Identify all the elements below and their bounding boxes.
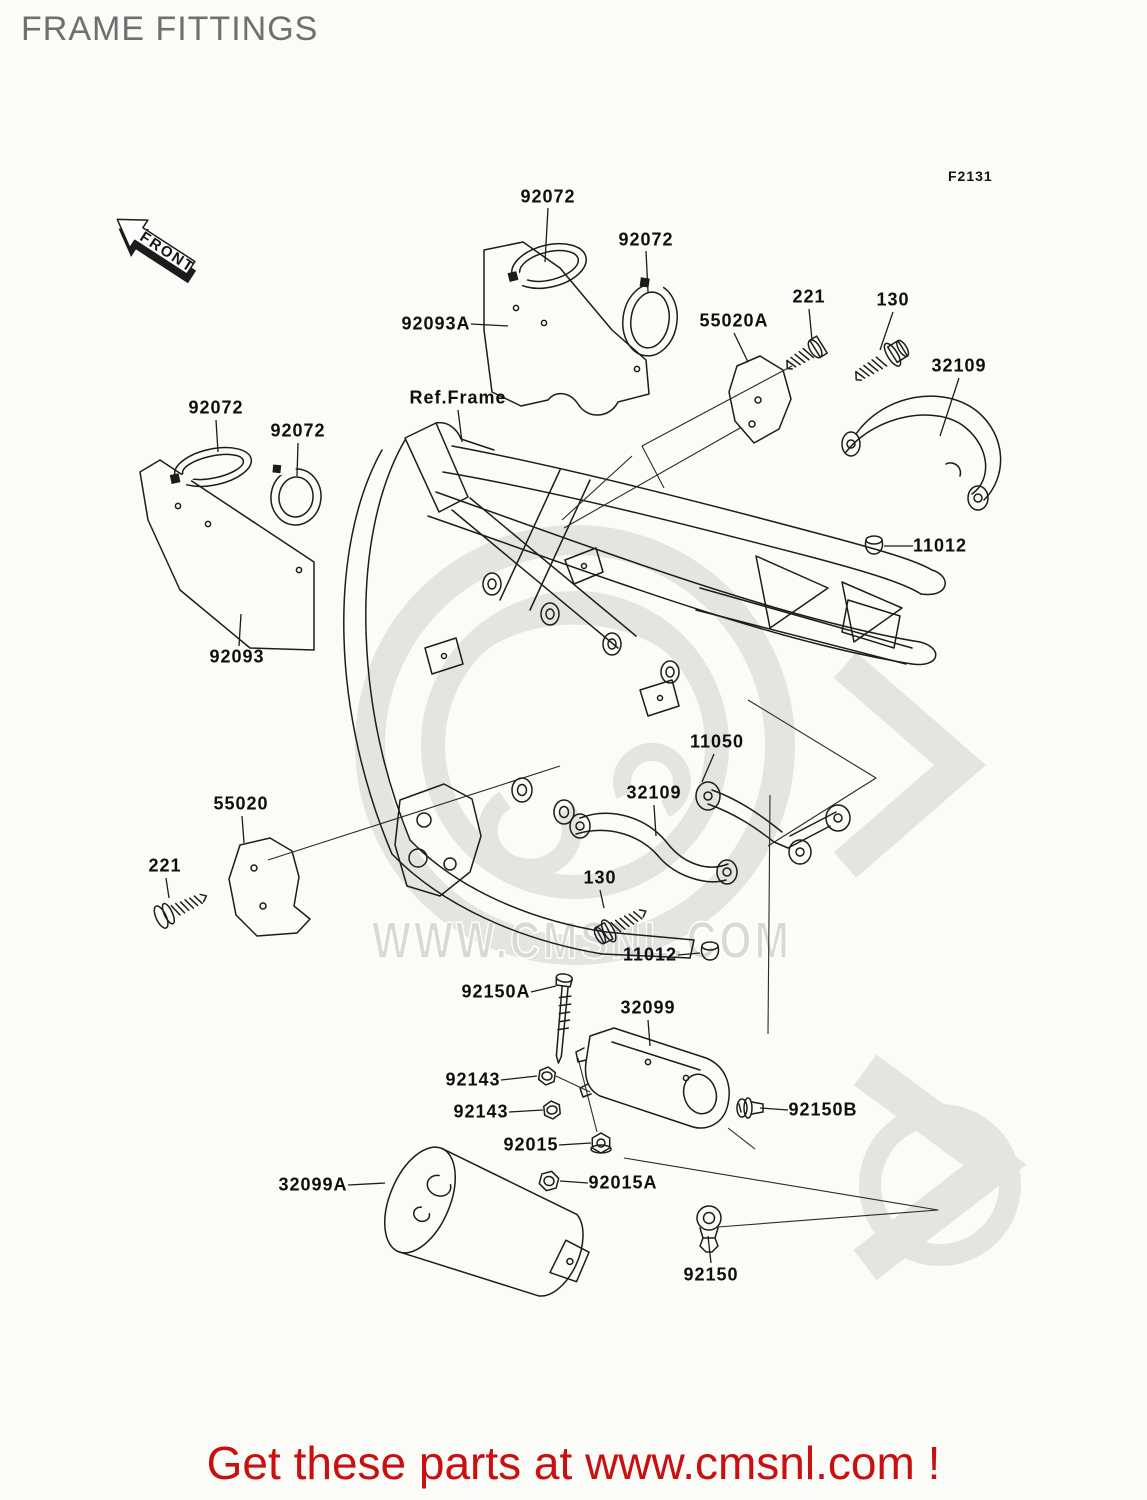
part-nut-92143-lower bbox=[543, 1100, 561, 1120]
part-label-92150a: 92150A bbox=[461, 981, 531, 1002]
figure-code: F2131 bbox=[948, 168, 993, 184]
part-label-92150: 92150 bbox=[683, 1264, 739, 1285]
part-label-32109: 32109 bbox=[931, 355, 987, 376]
part-bolt-221-top bbox=[786, 335, 828, 370]
leader-line bbox=[165, 877, 170, 899]
leader-line bbox=[599, 889, 605, 909]
leader-line bbox=[707, 1235, 712, 1264]
leader-line bbox=[559, 1180, 589, 1184]
part-circlip-92072-a bbox=[507, 242, 587, 294]
ref-frame-drawing bbox=[343, 421, 946, 959]
leader-line bbox=[215, 419, 219, 453]
footer-promo-link[interactable]: Get these parts at www.cmsnl.com ! bbox=[206, 1437, 941, 1489]
part-bolt-92150a bbox=[555, 973, 573, 1064]
part-bolt-130-lower bbox=[593, 909, 647, 945]
part-bolt-221-lower bbox=[153, 893, 208, 929]
leader-line bbox=[759, 1107, 789, 1111]
front-arrow: FRONT bbox=[116, 218, 198, 284]
part-bracket-11050 bbox=[695, 781, 851, 865]
part-nut-92015 bbox=[590, 1132, 612, 1154]
part-label-32099: 32099 bbox=[620, 997, 676, 1018]
part-circlip-92072-d bbox=[270, 461, 322, 526]
leader-line bbox=[558, 1142, 592, 1146]
part-label-32099a: 32099A bbox=[278, 1174, 348, 1195]
part-label-11012: 11012 bbox=[912, 535, 968, 556]
leader-line bbox=[470, 323, 509, 327]
part-label-ref-frame: Ref.Frame bbox=[409, 387, 507, 408]
part-label-92093a: 92093A bbox=[401, 313, 471, 334]
part-label-32109: 32109 bbox=[626, 782, 682, 803]
part-label-130: 130 bbox=[583, 867, 617, 888]
leader-line bbox=[530, 985, 557, 993]
leader-line bbox=[879, 311, 894, 351]
leader-line bbox=[647, 1019, 651, 1047]
part-canister-32099a bbox=[384, 1146, 590, 1297]
leader-line bbox=[645, 250, 649, 293]
part-handle-32109-right bbox=[841, 395, 1002, 511]
leader-line bbox=[653, 804, 657, 837]
part-screw-92150 bbox=[696, 1205, 722, 1253]
leader-line bbox=[733, 332, 749, 363]
leader-lines bbox=[165, 207, 960, 1264]
leader-line bbox=[544, 207, 549, 263]
part-cap-11012-lower bbox=[700, 941, 720, 961]
leader-line bbox=[457, 409, 463, 443]
part-label-55020: 55020 bbox=[213, 793, 269, 814]
leader-line bbox=[500, 1075, 538, 1081]
part-label-92072: 92072 bbox=[270, 420, 326, 441]
part-bolt-130-top bbox=[855, 339, 910, 381]
part-label-55020a: 55020A bbox=[699, 310, 769, 331]
cms-watermark: WWW.CMSNL.COM bbox=[355, 525, 1027, 1281]
leader-line bbox=[808, 308, 813, 341]
leader-line bbox=[508, 1109, 544, 1113]
part-circlip-92072-c bbox=[169, 446, 253, 492]
part-bracket-55020a bbox=[728, 355, 792, 444]
part-circlip-92072-b bbox=[622, 274, 678, 357]
leader-line bbox=[241, 815, 245, 844]
part-label-11050: 11050 bbox=[689, 731, 745, 752]
part-nut-92015a bbox=[538, 1170, 560, 1192]
part-label-92015a: 92015A bbox=[588, 1172, 658, 1193]
part-label-92143: 92143 bbox=[453, 1101, 509, 1122]
part-bracket-55020 bbox=[228, 837, 311, 937]
leader-line bbox=[701, 753, 715, 783]
part-cap-11012-top bbox=[864, 535, 884, 555]
part-label-92072: 92072 bbox=[618, 229, 674, 250]
leader-line bbox=[296, 442, 299, 477]
part-label-92015: 92015 bbox=[503, 1134, 559, 1155]
part-label-221: 221 bbox=[148, 855, 182, 876]
part-label-130: 130 bbox=[876, 289, 910, 310]
part-label-11012: 11012 bbox=[622, 944, 678, 965]
leader-line bbox=[347, 1182, 386, 1186]
construction-lines bbox=[267, 365, 939, 1228]
part-plate-92093 bbox=[139, 459, 315, 651]
part-label-92143: 92143 bbox=[445, 1069, 501, 1090]
leader-line bbox=[677, 952, 701, 956]
part-handle-32109-lower bbox=[569, 812, 738, 885]
part-label-221: 221 bbox=[792, 286, 826, 307]
part-bracket-32099 bbox=[575, 1027, 730, 1129]
part-label-92150b: 92150B bbox=[788, 1099, 858, 1120]
part-nut-92143-upper bbox=[537, 1066, 557, 1086]
part-label-92072: 92072 bbox=[520, 186, 576, 207]
page-title: FRAME FITTINGS bbox=[21, 10, 319, 48]
part-label-92072: 92072 bbox=[188, 397, 244, 418]
part-screw-92150b bbox=[736, 1097, 764, 1119]
part-plate-92093a bbox=[483, 241, 650, 416]
part-label-92093: 92093 bbox=[209, 646, 265, 667]
leader-line bbox=[939, 377, 960, 437]
leader-line bbox=[238, 613, 242, 647]
watermark-text: WWW.CMSNL.COM bbox=[372, 912, 792, 970]
